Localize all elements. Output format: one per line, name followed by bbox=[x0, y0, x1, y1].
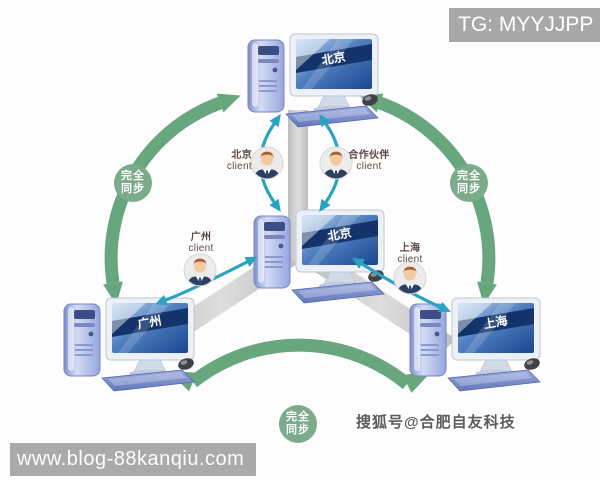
screen-label-top: 北京 bbox=[320, 49, 346, 68]
sync-badge-bottom: 完全 同步 bbox=[279, 405, 317, 443]
blog-watermark: www.blog-88kanqiu.com bbox=[10, 443, 256, 476]
computer-shanghai: 上海 bbox=[409, 297, 542, 392]
client-label-guangzhou: 广州 client bbox=[188, 232, 214, 254]
sync-arc-bottom bbox=[188, 338, 412, 390]
computer-guangzhou: 广州 bbox=[63, 297, 196, 392]
sohu-watermark: 搜狐号@合肥自友科技 bbox=[356, 414, 516, 431]
client-label-shanghai: 上海 client bbox=[397, 243, 423, 265]
screen-label-center: 北京 bbox=[326, 225, 352, 244]
sync-arrowhead-right-bottom bbox=[477, 281, 497, 305]
tg-watermark: TG: MYYJJPP bbox=[449, 8, 600, 42]
sync-arrowhead-left-top bbox=[216, 93, 241, 113]
sync-badge-left: 完全 同步 bbox=[114, 164, 152, 202]
screen-label-guangzhou: 广州 bbox=[136, 313, 162, 332]
sync-badge-right: 完全 同步 bbox=[450, 164, 488, 202]
computer-beijing-center: 北京 bbox=[253, 209, 386, 304]
computer-beijing-top: 北京 bbox=[247, 33, 380, 128]
client-figure-beijing bbox=[251, 147, 283, 180]
screen-label-shanghai: 上海 bbox=[482, 313, 508, 332]
client-figure-shanghai bbox=[394, 262, 426, 295]
client-label-partner: 合作伙伴 client bbox=[348, 150, 390, 172]
client-label-beijing: 北京 client bbox=[226, 150, 252, 172]
client-figure-guangzhou bbox=[184, 254, 216, 287]
